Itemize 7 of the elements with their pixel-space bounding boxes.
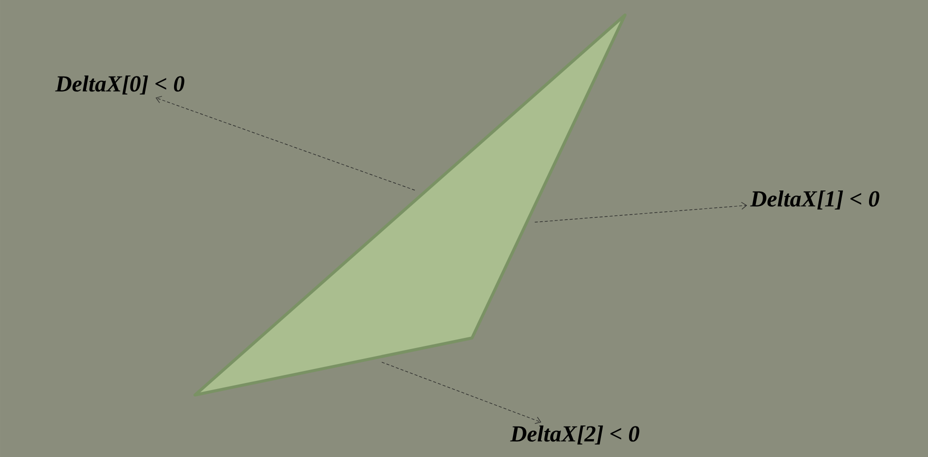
text-label: DeltaX[1] < 0 [750,190,880,210]
arrow [382,362,542,424]
text-label: DeltaX[2] < 0 [510,425,640,444]
triangle-shape [194,14,626,396]
arrow [534,202,748,222]
text-label: DeltaX[0] < 0 [55,75,184,94]
arrow [156,96,416,190]
